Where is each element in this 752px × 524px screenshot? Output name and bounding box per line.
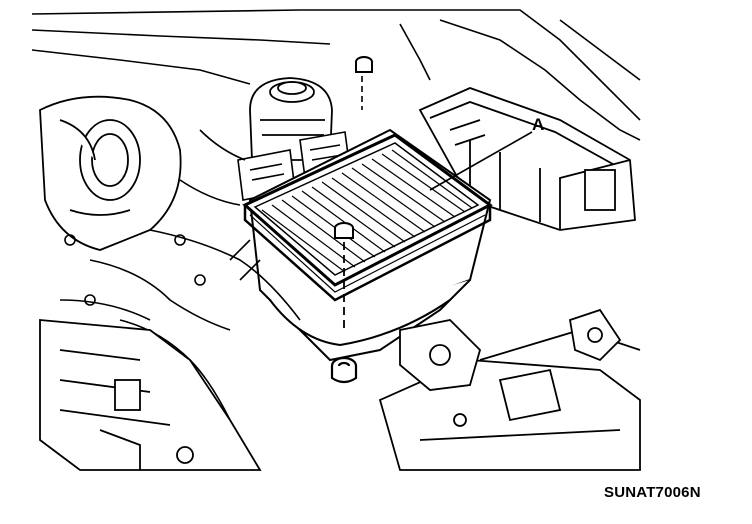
callout-label-a: A xyxy=(532,115,544,134)
intake-duct xyxy=(39,95,182,251)
engine-block xyxy=(39,319,262,471)
hose-fitting xyxy=(399,308,622,391)
air-filter-element xyxy=(242,133,493,302)
callout-leader xyxy=(429,131,533,191)
cover-clamp-bolt xyxy=(334,222,354,330)
upper-mounting-bolt xyxy=(355,56,373,110)
cowl-panel xyxy=(31,9,641,141)
figure-code: SUNAT7006N xyxy=(604,484,701,501)
lower-mounting-grommet xyxy=(330,356,358,384)
